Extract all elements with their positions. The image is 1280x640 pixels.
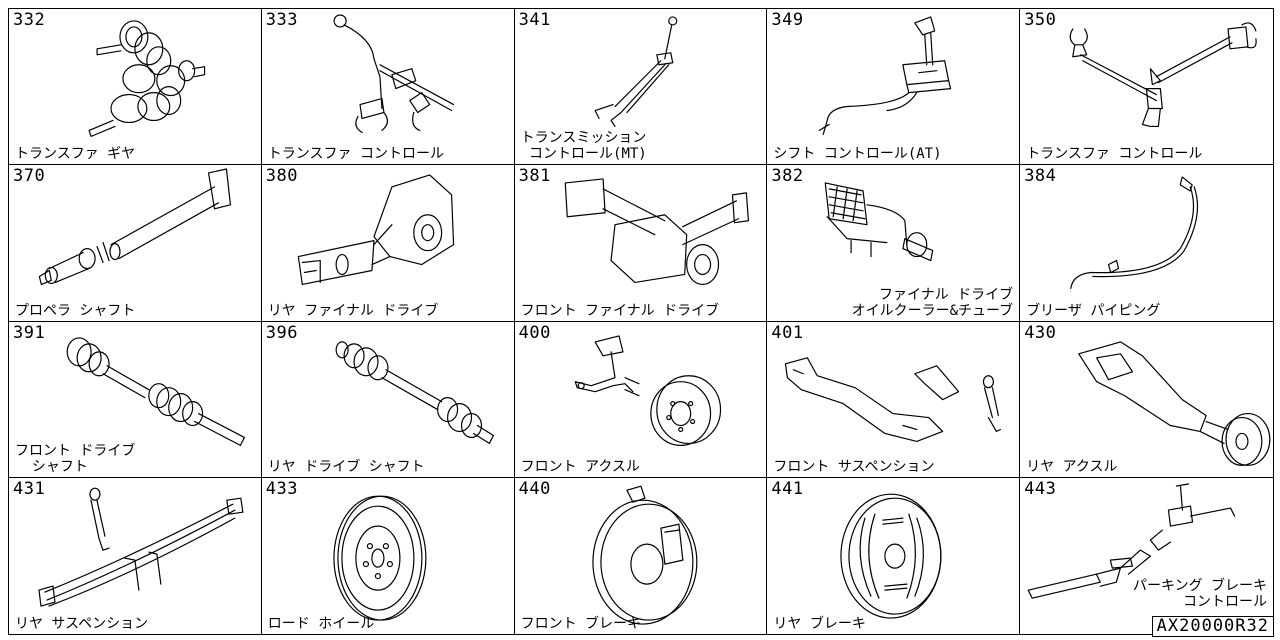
part-cell-400[interactable]: 400 フロント アクスル: [514, 321, 768, 478]
part-cell-396[interactable]: 396 リヤ ドライブ シャフト: [261, 321, 515, 478]
part-label: パーキング ブレーキ コントロール: [1132, 578, 1267, 610]
part-label: シフト コントロール(AT): [773, 146, 942, 163]
part-number: 382: [771, 166, 804, 187]
part-number: 396: [265, 322, 299, 343]
rear-axle-icon: [1078, 340, 1271, 466]
part-label: ロード ホイール: [267, 616, 375, 632]
part-label: トランスファ コントロール: [267, 146, 444, 163]
part-number: 431: [13, 478, 46, 499]
parking-brake-lever-icon: [1027, 483, 1236, 599]
part-cell-431[interactable]: 431 リヤ サスペンション: [9, 477, 262, 634]
oil-cooler-icon: [825, 182, 934, 262]
part-number: 341: [518, 10, 551, 30]
rear-drive-shaft-icon: [335, 340, 494, 444]
part-cell-380[interactable]: 380 リヤ ファイナル ドライブ: [261, 165, 515, 322]
part-number: 443: [1024, 478, 1057, 499]
part-number: 332: [13, 10, 46, 30]
part-cell-350[interactable]: 350 トランスファ コントロール: [1020, 9, 1273, 166]
part-label: トランスミッション コントロール(MT): [520, 130, 647, 163]
part-label: フロント ドライブ シャフト: [15, 442, 136, 475]
part-label: フロント ファイナル ドライブ: [520, 302, 720, 319]
part-cell-384[interactable]: 384 ブリーザ パイピング: [1020, 165, 1273, 322]
part-number: 370: [13, 166, 46, 187]
part-label: リヤ サスペンション: [15, 616, 149, 632]
front-drive-shaft-icon: [66, 336, 245, 446]
front-suspension-icon: [785, 356, 1002, 442]
part-cell-333[interactable]: 333 トランスファ コントロール: [261, 9, 515, 166]
part-number: 350: [1024, 10, 1057, 30]
part-cell-433[interactable]: 433 ロード ホイール: [261, 477, 515, 634]
part-number: 384: [1024, 166, 1057, 187]
part-cell-341[interactable]: 341 トランスミッション コントロール(MT): [514, 9, 768, 166]
part-label: リヤ アクスル: [1026, 458, 1118, 475]
part-label: ファイナル ドライブ オイルクーラー&チューブ: [851, 286, 1014, 319]
front-axle-icon: [574, 334, 721, 446]
part-cell-440[interactable]: 440 フロント ブレーキ: [514, 477, 768, 634]
part-label: フロント ブレーキ: [520, 616, 642, 632]
part-cell-349[interactable]: 349 シフト コントロール(AT): [767, 9, 1021, 166]
rear-differential-icon: [297, 174, 454, 286]
part-cell-441[interactable]: 441 リヤ ブレーキ: [767, 477, 1021, 634]
part-cell-332[interactable]: 332 トランスファ ギヤ: [9, 9, 262, 166]
part-number: 430: [1024, 322, 1057, 343]
manual-shift-linkage-icon: [594, 16, 677, 128]
part-cell-391[interactable]: 391 フロント ドライブ シャフト: [9, 321, 262, 478]
part-number: 441: [771, 478, 804, 499]
part-cell-382[interactable]: 382 ファイナル ドライブ オイルクーラー&チューブ: [767, 165, 1021, 322]
propeller-shaft-icon: [38, 168, 232, 286]
part-cell-370[interactable]: 370 プロペラ シャフト: [9, 165, 262, 322]
part-number: 400: [518, 322, 551, 343]
shift-rod-fork-icon: [333, 14, 454, 134]
breather-pipe-icon: [1070, 176, 1199, 290]
part-cell-443[interactable]: 443 パーキング ブレーキ コントロール: [1020, 477, 1273, 634]
gear-assembly-icon: [88, 20, 206, 137]
part-number: 440: [518, 478, 551, 499]
shift-rods-icon: [1069, 22, 1257, 128]
part-cell-430[interactable]: 430 リヤ アクスル: [1020, 321, 1273, 478]
part-label: トランスファ コントロール: [1026, 146, 1203, 163]
part-label: ブリーザ パイピング: [1026, 302, 1161, 319]
part-label: リヤ ブレーキ: [773, 616, 866, 632]
part-number: 333: [265, 10, 299, 30]
part-number: 401: [771, 322, 804, 343]
part-cell-381[interactable]: 381 フロント ファイナル ドライブ: [514, 165, 768, 322]
front-differential-icon: [564, 178, 749, 286]
road-wheel-icon: [333, 495, 427, 621]
automatic-shift-lever-icon: [819, 16, 952, 135]
parts-catalog-grid: 332 トランスファ ギヤ 333 トランスファ コントロール 341: [8, 8, 1274, 635]
disc-brake-icon: [591, 485, 698, 625]
part-label: トランスファ ギヤ: [15, 146, 136, 163]
part-number: 349: [771, 10, 804, 30]
figure-code: AX20000R32: [1151, 616, 1274, 637]
part-cell-401[interactable]: 401 フロント サスペンション: [767, 321, 1021, 478]
part-label: プロペラ シャフト: [15, 302, 136, 319]
part-label: リヤ ドライブ シャフト: [267, 458, 425, 475]
part-label: フロント サスペンション: [773, 458, 935, 475]
part-number: 380: [265, 166, 299, 187]
leaf-spring-icon: [38, 487, 244, 607]
part-number: 433: [265, 478, 299, 499]
part-label: リヤ ファイナル ドライブ: [267, 302, 439, 319]
drum-brake-icon: [840, 493, 942, 619]
part-label: フロント アクスル: [520, 458, 640, 475]
part-number: 391: [13, 322, 46, 343]
part-number: 381: [518, 166, 551, 187]
